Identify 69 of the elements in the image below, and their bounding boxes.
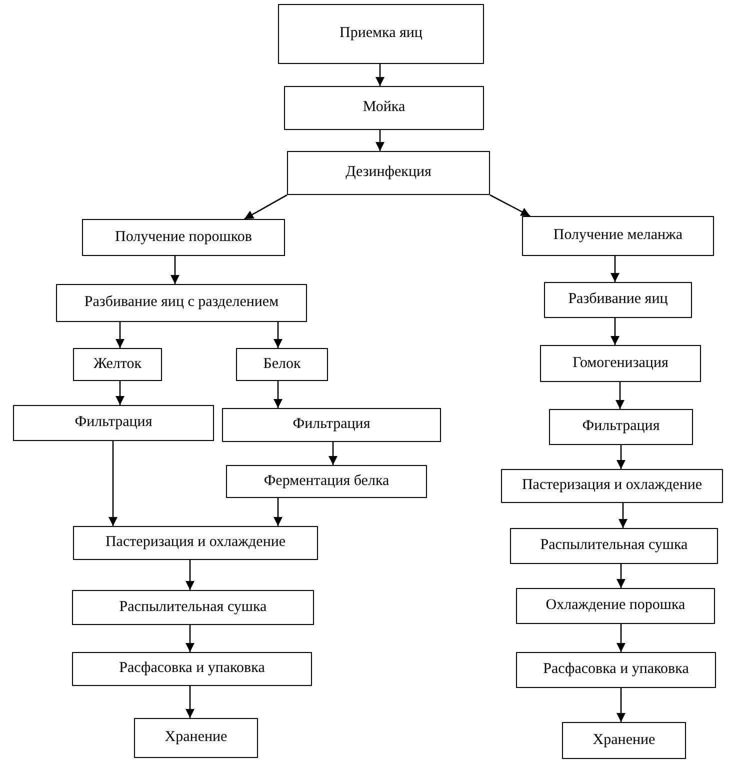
step-label: Охлаждение порошка xyxy=(544,597,686,615)
process-box xyxy=(72,652,312,686)
process-box xyxy=(278,4,484,64)
process-box xyxy=(287,151,490,195)
step-label: Расфасовка и упаковка xyxy=(542,661,690,679)
process-box xyxy=(73,526,318,560)
process-box xyxy=(284,86,484,130)
step-label: Приемка яиц xyxy=(338,25,424,43)
step-label: Фильтрация xyxy=(74,414,154,432)
process-box xyxy=(562,722,686,759)
step-label: Фильтрация xyxy=(581,418,661,436)
step-label: Пастеризация и охлаждение xyxy=(520,477,704,495)
process-box xyxy=(56,284,307,322)
arrow xyxy=(244,194,288,220)
step-label: Ферментация белка xyxy=(262,472,390,490)
arrow xyxy=(616,624,626,652)
arrow xyxy=(274,381,282,408)
step-label: Хранение xyxy=(164,729,228,747)
arrow xyxy=(376,130,384,151)
arrow xyxy=(328,442,338,465)
step-label: Хранение xyxy=(592,732,656,750)
process-box xyxy=(72,590,314,625)
arrow xyxy=(170,256,180,284)
step-label: Гомогенизация xyxy=(572,354,670,372)
process-box xyxy=(134,718,258,758)
arrow xyxy=(610,256,620,282)
step-label: Белок xyxy=(262,356,302,374)
arrow xyxy=(490,194,530,217)
arrow xyxy=(616,382,624,409)
step-label: Мойка xyxy=(362,99,406,117)
arrow xyxy=(186,686,194,718)
step-label: Распылительная сушка xyxy=(539,537,689,555)
arrow xyxy=(108,441,118,526)
process-box xyxy=(73,348,162,381)
process-box xyxy=(544,282,692,318)
step-label: Дезинфекция xyxy=(344,164,432,182)
step-label: Пастеризация и охлаждение xyxy=(104,534,287,552)
arrow xyxy=(616,445,626,469)
step-label: Получение меланжа xyxy=(552,227,684,245)
process-box xyxy=(222,408,441,442)
arrow xyxy=(274,322,282,348)
process-box xyxy=(226,465,427,498)
process-box xyxy=(82,219,285,256)
step-label: Фильтрация xyxy=(292,416,372,434)
arrow xyxy=(116,322,124,348)
step-label: Распылительная сушка xyxy=(118,598,268,616)
arrow xyxy=(610,318,620,345)
process-box xyxy=(516,652,716,688)
process-box xyxy=(236,348,328,381)
process-box xyxy=(549,409,693,445)
process-box xyxy=(540,345,701,382)
process-box xyxy=(510,528,718,564)
process-box xyxy=(522,216,714,256)
arrow xyxy=(616,688,626,722)
process-box xyxy=(516,588,715,624)
step-label: Разбивание яиц xyxy=(567,291,669,309)
step-label: Желток xyxy=(92,356,142,374)
arrow xyxy=(616,564,626,588)
step-label: Разбивание яиц с разделением xyxy=(83,294,280,312)
arrow xyxy=(116,381,124,405)
arrow xyxy=(274,498,282,526)
step-label: Получение порошков xyxy=(114,228,253,246)
process-box xyxy=(13,405,214,441)
arrow xyxy=(376,64,384,86)
process-box xyxy=(501,469,723,503)
arrow xyxy=(186,560,194,590)
arrow xyxy=(186,625,194,652)
step-label: Расфасовка и упаковка xyxy=(118,660,266,678)
arrow xyxy=(618,503,628,528)
